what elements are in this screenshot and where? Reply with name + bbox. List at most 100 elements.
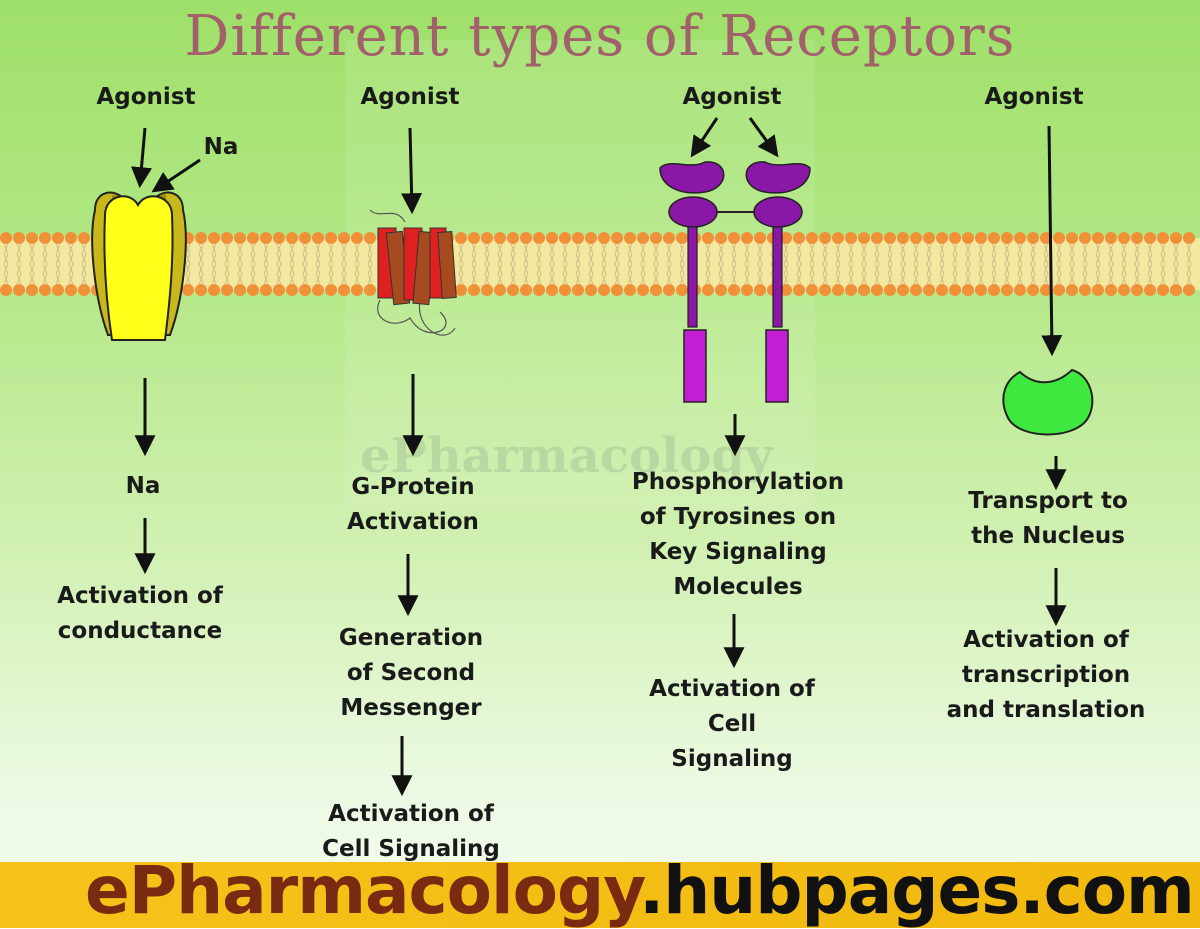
lipid-head bbox=[858, 232, 870, 244]
lipid-head bbox=[663, 232, 675, 244]
lipid-head bbox=[1105, 284, 1117, 296]
footer-banner: ePharmacology.hubpages.com bbox=[0, 862, 1200, 928]
lipid-head bbox=[494, 284, 506, 296]
lipid-head bbox=[988, 284, 1000, 296]
lipid-head bbox=[78, 284, 90, 296]
lipid-head bbox=[507, 284, 519, 296]
lipid-head bbox=[286, 284, 298, 296]
lipid-head bbox=[195, 232, 207, 244]
lipid-head bbox=[728, 284, 740, 296]
lipid-head bbox=[13, 232, 25, 244]
lipid-head bbox=[325, 232, 337, 244]
lipid-head bbox=[533, 284, 545, 296]
lipid-head bbox=[208, 232, 220, 244]
lipid-head bbox=[611, 284, 623, 296]
lipid-head bbox=[1157, 284, 1169, 296]
lipid-head bbox=[260, 232, 272, 244]
lipid-head bbox=[39, 284, 51, 296]
lipid-head bbox=[364, 232, 376, 244]
lipid-head bbox=[624, 284, 636, 296]
lipid-head bbox=[728, 232, 740, 244]
lipid-head bbox=[845, 232, 857, 244]
lipid-head bbox=[65, 284, 77, 296]
lipid-head bbox=[650, 284, 662, 296]
footer-brand: ePharmacology bbox=[85, 852, 639, 929]
step-label: Na bbox=[126, 469, 161, 504]
step-label: Transport tothe Nucleus bbox=[968, 484, 1128, 554]
lipid-head bbox=[26, 284, 38, 296]
lipid-head bbox=[520, 284, 532, 296]
lipid-head bbox=[1144, 232, 1156, 244]
arrow bbox=[1049, 126, 1052, 352]
lipid-head bbox=[559, 284, 571, 296]
lipid-head bbox=[598, 232, 610, 244]
footer-url[interactable]: ePharmacology.hubpages.com bbox=[85, 852, 1194, 929]
lipid-head bbox=[1066, 284, 1078, 296]
lipid-head bbox=[650, 232, 662, 244]
arrow bbox=[140, 128, 145, 184]
lipid-head bbox=[871, 284, 883, 296]
lipid-head bbox=[481, 284, 493, 296]
lipid-head bbox=[949, 232, 961, 244]
arrow bbox=[155, 160, 200, 190]
lipid-head bbox=[468, 232, 480, 244]
lipid-head bbox=[52, 284, 64, 296]
lipid-head bbox=[910, 284, 922, 296]
lipid-head bbox=[702, 232, 714, 244]
lipid-head bbox=[715, 284, 727, 296]
lipid-head bbox=[325, 284, 337, 296]
lipid-head bbox=[806, 284, 818, 296]
lipid-head bbox=[1053, 232, 1065, 244]
lipid-head bbox=[338, 284, 350, 296]
lipid-head bbox=[962, 284, 974, 296]
lipid-head bbox=[1131, 232, 1143, 244]
lipid-head bbox=[234, 284, 246, 296]
lipid-head bbox=[182, 284, 194, 296]
lipid-head bbox=[1092, 232, 1104, 244]
ion-channel-receptor bbox=[92, 193, 186, 340]
lipid-head bbox=[1001, 232, 1013, 244]
lipid-head bbox=[741, 284, 753, 296]
arrow bbox=[750, 118, 776, 154]
lipid-head bbox=[273, 284, 285, 296]
step-label: Activation ofconductance bbox=[57, 579, 223, 649]
lipid-head bbox=[0, 232, 12, 244]
lipid-head bbox=[1079, 284, 1091, 296]
lipid-head bbox=[1170, 232, 1182, 244]
lipid-head bbox=[884, 284, 896, 296]
lipid-head bbox=[351, 232, 363, 244]
lipid-head bbox=[598, 284, 610, 296]
lipid-head bbox=[351, 284, 363, 296]
agonist-label: Agonist bbox=[682, 80, 781, 115]
lipid-head bbox=[455, 232, 467, 244]
lipid-head bbox=[715, 232, 727, 244]
lipid-head bbox=[533, 232, 545, 244]
lipid-head bbox=[52, 232, 64, 244]
lipid-head bbox=[312, 284, 324, 296]
nuclear-receptor bbox=[1003, 370, 1092, 435]
lipid-head bbox=[624, 232, 636, 244]
agonist-label: Agonist bbox=[984, 80, 1083, 115]
lipid-head bbox=[702, 284, 714, 296]
lipid-head bbox=[260, 284, 272, 296]
lipid-head bbox=[988, 232, 1000, 244]
lipid-head bbox=[1001, 284, 1013, 296]
agonist-label: Agonist bbox=[360, 80, 459, 115]
lipid-head bbox=[793, 284, 805, 296]
lipid-head bbox=[494, 232, 506, 244]
lipid-head bbox=[572, 284, 584, 296]
lipid-head bbox=[1027, 232, 1039, 244]
lipid-head bbox=[507, 232, 519, 244]
lipid-head bbox=[273, 232, 285, 244]
lipid-head bbox=[78, 232, 90, 244]
lipid-head bbox=[962, 232, 974, 244]
flow-arrows bbox=[140, 118, 1056, 792]
lipid-head bbox=[247, 232, 259, 244]
lipid-head bbox=[0, 284, 12, 296]
lipid-head bbox=[299, 284, 311, 296]
lipid-head bbox=[975, 284, 987, 296]
lipid-head bbox=[1118, 284, 1130, 296]
